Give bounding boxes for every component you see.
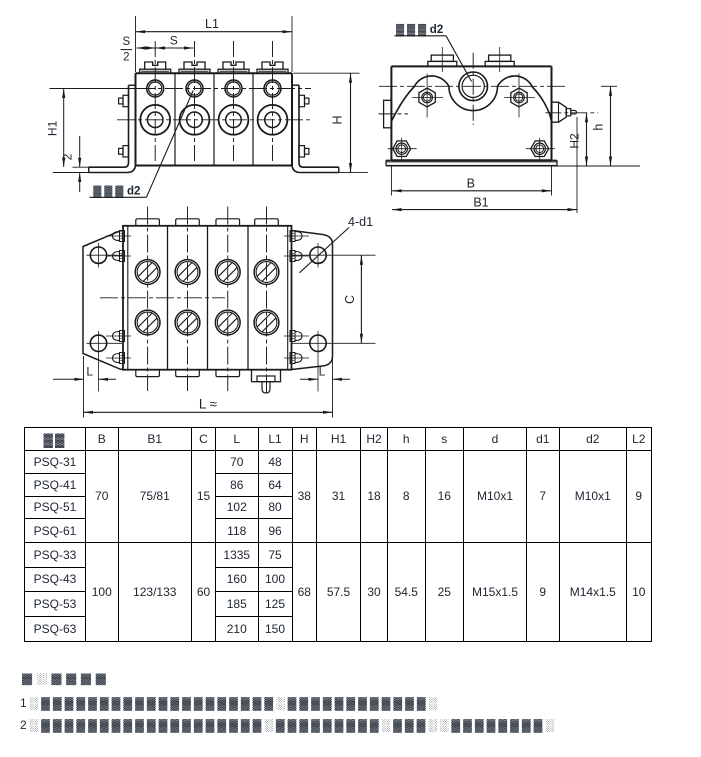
svg-text:d2: d2 [127, 185, 140, 197]
svg-text:4-d1: 4-d1 [348, 215, 373, 229]
svg-text:L1: L1 [205, 17, 219, 31]
svg-text:L ≈: L ≈ [199, 397, 218, 412]
svg-text:S: S [170, 34, 178, 48]
svg-text:2: 2 [61, 153, 75, 160]
svg-text:H1: H1 [46, 120, 60, 136]
svg-text:H2: H2 [568, 133, 582, 149]
svg-text:B1: B1 [473, 195, 488, 209]
svg-text:▓▓▓: ▓▓▓ [396, 23, 429, 37]
svg-text:C: C [343, 295, 357, 304]
svg-text:2: 2 [123, 52, 129, 64]
svg-text:h: h [592, 124, 606, 131]
svg-text:H: H [331, 115, 345, 124]
svg-text:S: S [122, 36, 130, 48]
svg-text:▓▓▓: ▓▓▓ [93, 184, 126, 198]
svg-text:L: L [86, 365, 93, 379]
svg-text:d2: d2 [430, 24, 443, 36]
svg-text:B: B [467, 177, 475, 191]
svg-text:L: L [319, 365, 326, 379]
